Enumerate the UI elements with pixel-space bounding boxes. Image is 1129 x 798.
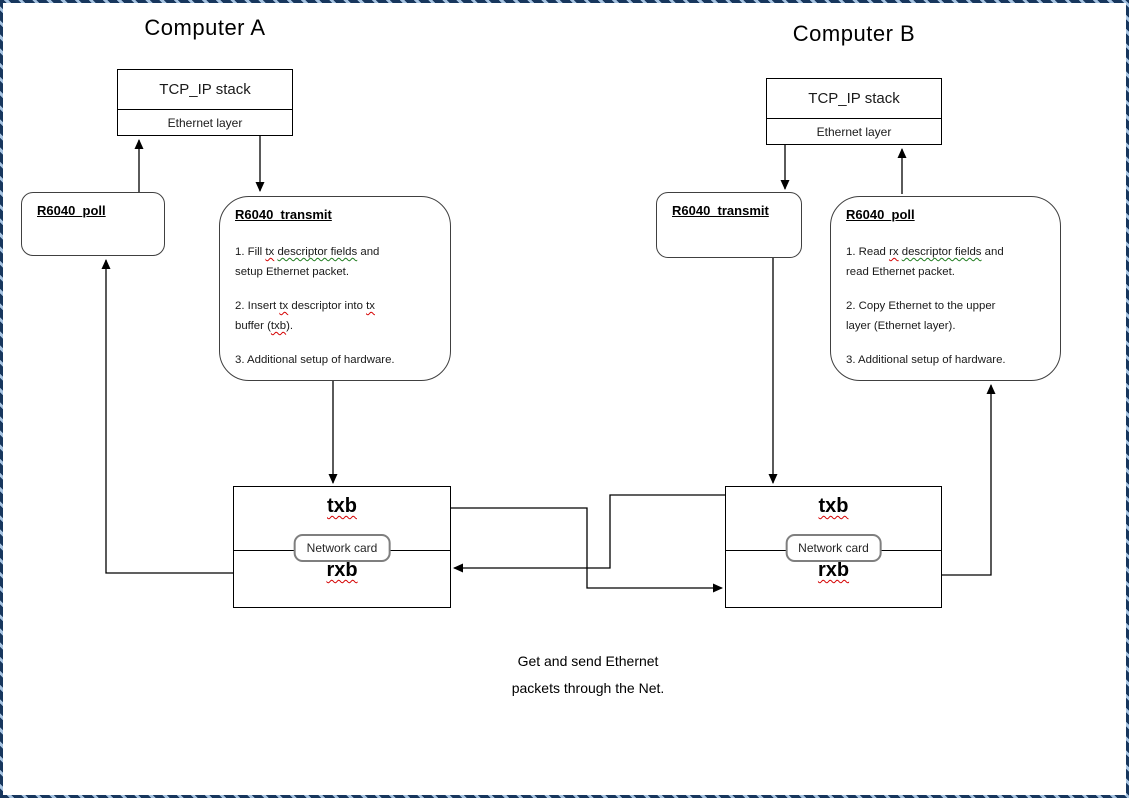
ethernet-layer-a-label: Ethernet layer (167, 116, 243, 130)
txb-a-to-rxb-b-arrow (451, 507, 723, 593)
r6040-poll-a-title: R6040_poll (37, 203, 106, 218)
r6040-poll-a-box: R6040_poll (21, 192, 165, 256)
tcp-ip-stack-b-label: TCP_IP stack (767, 79, 941, 119)
net-caption-line1: Get and send Ethernet (517, 653, 659, 669)
connector-arrows (101, 136, 996, 593)
tcp-ip-stack-b: TCP_IP stack Ethernet layer (766, 78, 942, 145)
r6040-poll-b-title: R6040_poll (846, 207, 915, 222)
txb-b-to-rxb-a-arrow (453, 494, 725, 573)
tcp-ip-stack-a: TCP_IP stack Ethernet layer (117, 69, 293, 136)
net-caption-line2: packets through the Net. (511, 680, 665, 696)
r6040-transmit-a-box: R6040_transmit 1. Fill tx descriptor fie… (219, 196, 451, 381)
r6040-transmit-b-title: R6040_transmit (672, 203, 769, 218)
net-caption: Get and send Ethernet packets through th… (423, 648, 753, 702)
rxb-a-to-poll-a-arrow (101, 259, 233, 574)
ethernet-layer-b-label: Ethernet layer (816, 125, 892, 139)
txb-b-label: txb (818, 495, 849, 517)
network-card-b-box: txb rxb Network card (725, 486, 942, 608)
computer-b-title: Computer B (792, 21, 916, 46)
tcp-ip-stack-a-label: TCP_IP stack (118, 70, 292, 110)
network-card-a-label: Network card (293, 534, 391, 562)
txb-a-label: txb (327, 495, 357, 517)
computer-a-title: Computer A (144, 15, 266, 40)
r6040-transmit-a-title: R6040_transmit (235, 207, 332, 222)
r6040-poll-b-box: R6040_poll 1. Read rx descriptor fields … (830, 196, 1061, 381)
rxb-b-label: rxb (817, 559, 850, 581)
rxb-b-to-poll-b-arrow (941, 384, 996, 576)
rxb-a-label: rxb (326, 559, 358, 581)
network-card-a-box: txb rxb Network card (233, 486, 451, 608)
r6040-transmit-b-box: R6040_transmit (656, 192, 802, 258)
network-card-b-label: Network card (785, 534, 882, 562)
